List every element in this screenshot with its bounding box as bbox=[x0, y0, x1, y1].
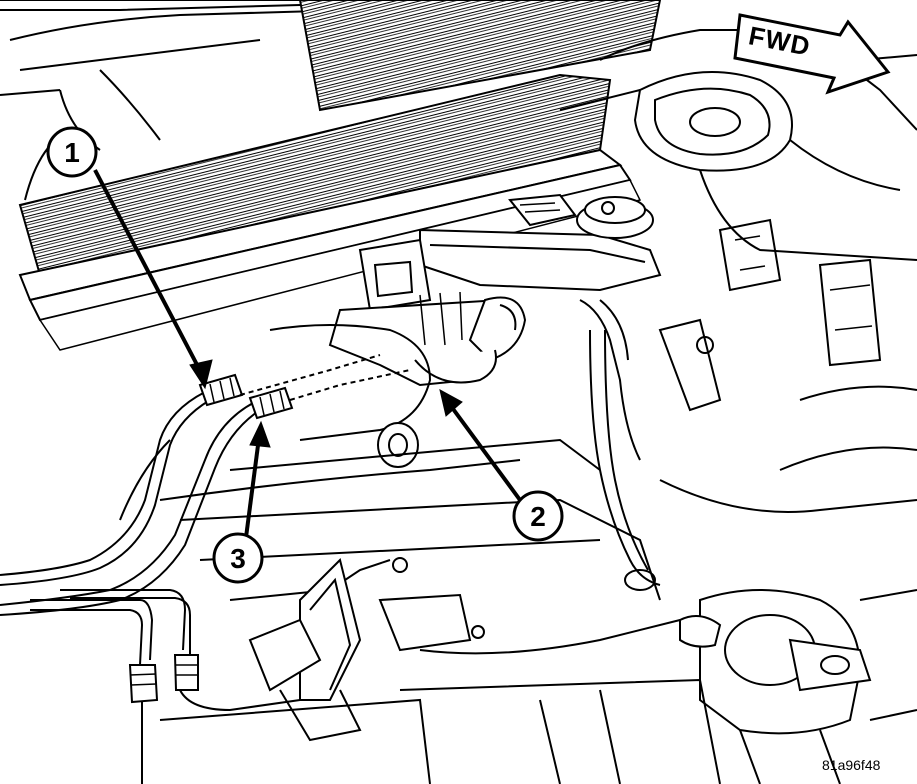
lower-fitting-right bbox=[173, 654, 199, 691]
callout-1-label: 1 bbox=[64, 137, 80, 168]
leader-2 bbox=[443, 396, 522, 502]
callout-3: 3 bbox=[212, 532, 264, 584]
lower-frame bbox=[119, 324, 721, 784]
forward-direction-arrow: FWD bbox=[733, 13, 891, 95]
brake-lines bbox=[0, 391, 301, 712]
callout-2-label: 2 bbox=[530, 501, 546, 532]
engine-mount bbox=[679, 589, 917, 784]
callout-3-label: 3 bbox=[230, 543, 246, 574]
callout-2: 2 bbox=[512, 490, 564, 542]
cowl-panel bbox=[0, 0, 600, 151]
leader-1 bbox=[93, 169, 207, 381]
figure-reference-code: 81a96f48 bbox=[822, 757, 881, 773]
engine-bay-right bbox=[579, 218, 917, 591]
line-fittings bbox=[128, 354, 411, 784]
radiator-grille bbox=[18, 0, 662, 351]
master-cylinder bbox=[328, 193, 662, 387]
leader-arrowheads bbox=[189, 359, 463, 448]
callout-1: 1 bbox=[46, 126, 98, 178]
leader-3 bbox=[243, 429, 262, 546]
leader-lines bbox=[93, 169, 522, 546]
